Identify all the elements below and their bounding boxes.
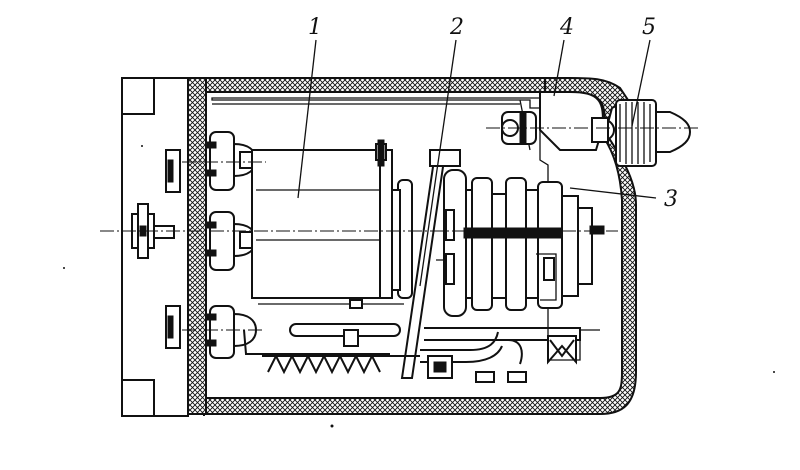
terminal-screw-2 bbox=[205, 211, 258, 271]
callout-2: 2 bbox=[449, 15, 464, 40]
callout-3: 3 bbox=[664, 187, 678, 212]
callout-4: 4 bbox=[559, 15, 574, 40]
bottom-mechanism bbox=[243, 299, 581, 383]
callout-1: 1 bbox=[308, 15, 322, 40]
external-nut bbox=[131, 203, 175, 259]
callouts: 1 2 3 4 5 bbox=[308, 15, 678, 212]
terminal-screws bbox=[131, 131, 258, 359]
center-lines bbox=[100, 127, 700, 331]
leader-lines bbox=[297, 39, 657, 287]
contact-stack bbox=[443, 169, 605, 317]
terminal-screw-3 bbox=[205, 305, 258, 359]
coil bbox=[251, 139, 413, 299]
scan-specks bbox=[63, 145, 775, 428]
callout-5: 5 bbox=[642, 15, 656, 40]
terminal-screw-1 bbox=[205, 131, 258, 191]
adjustment-knob bbox=[591, 99, 692, 167]
